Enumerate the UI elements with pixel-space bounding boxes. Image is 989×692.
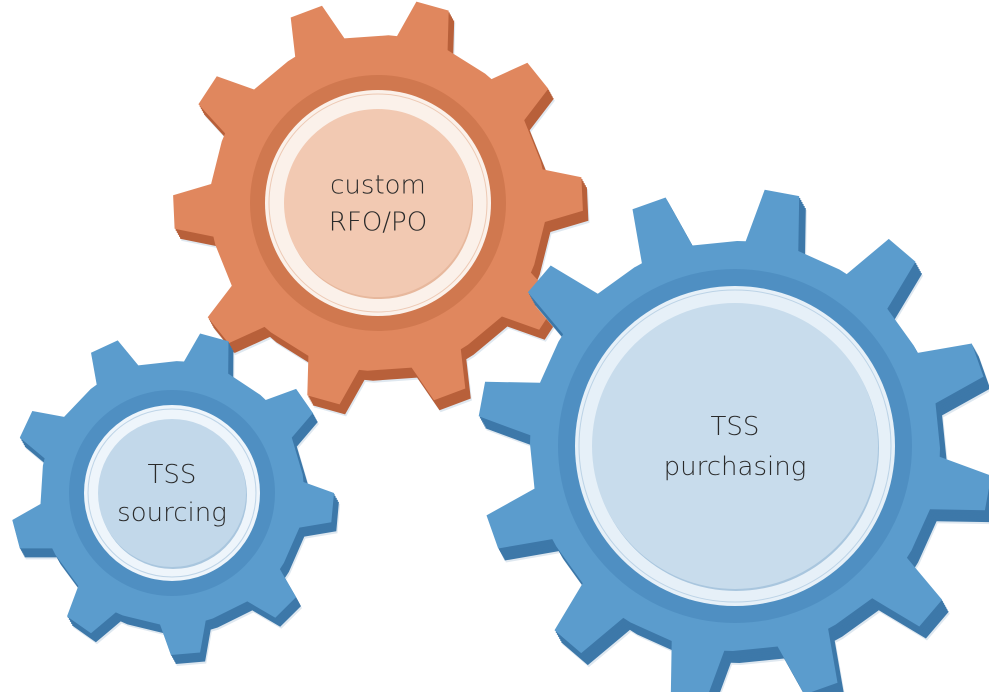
- gear-label-sourcing-line-2: sourcing: [117, 498, 227, 528]
- gear-label-custom-line-2: RFO/PO: [329, 208, 427, 238]
- gear-white-ring-line-purchasing: [578, 289, 892, 603]
- gear-tss-sourcing: TSS sourcing: [12, 333, 341, 666]
- gear-hub-custom: [284, 109, 472, 297]
- gear-label-purchasing-line-2: purchasing: [664, 452, 807, 482]
- gear-label-purchasing-line-1: TSS: [711, 412, 760, 442]
- gear-white-ring-line-custom: [268, 93, 488, 313]
- gear-white-ring-line-sourcing: [87, 408, 257, 578]
- gear-label-custom-line-1: custom: [330, 171, 426, 201]
- gear-hub-purchasing: [592, 303, 878, 589]
- gear-tss-purchasing: TSS purchasing: [478, 189, 989, 692]
- gear-hub-sourcing: [98, 419, 246, 567]
- gear-label-sourcing-line-1: TSS: [148, 460, 197, 490]
